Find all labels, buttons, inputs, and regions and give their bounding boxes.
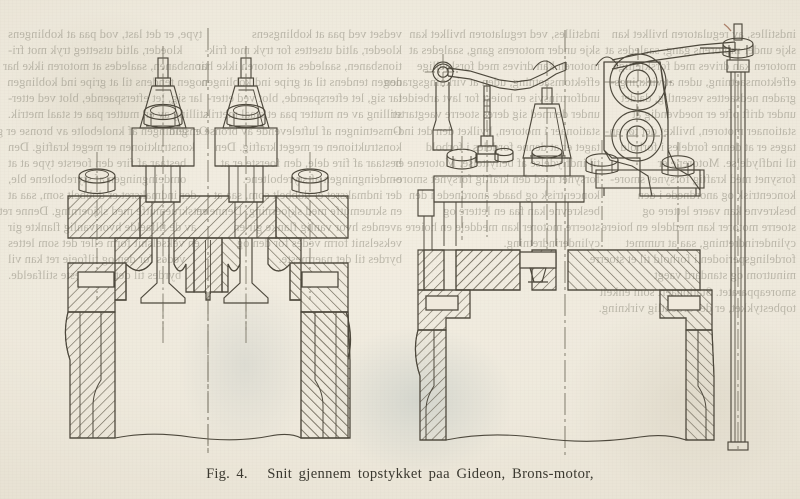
head-top-deck	[67, 195, 349, 239]
head-flange-right-view	[417, 249, 701, 291]
valve-cap-centre	[522, 60, 572, 250]
head-deck-right	[417, 175, 585, 250]
bearing-boss-upper	[604, 48, 672, 116]
paper-stain-top-left	[0, 0, 260, 230]
cooling-jacket-band	[67, 262, 349, 313]
right-section-view	[414, 23, 754, 455]
rocker-arm-left	[425, 54, 567, 151]
figure-caption: Fig. 4. Snit gjennem topstykket paa Gide…	[0, 466, 800, 483]
injector-stud-nut	[446, 136, 478, 240]
figure-plate	[64, 23, 754, 455]
figure-caption-text: Snit gjennem topstykket paa Gideon, Bron…	[267, 466, 594, 482]
figure-number: Fig. 4.	[206, 466, 248, 482]
bracket-bolt-right	[661, 142, 695, 250]
fuel-injector	[446, 80, 514, 240]
cylinder-liner-right	[414, 329, 715, 442]
push-rod	[700, 23, 754, 451]
rocker-bracket	[595, 48, 705, 197]
valves	[114, 237, 302, 304]
cooling-jacket-right	[417, 289, 713, 331]
push-rod-nut	[722, 23, 754, 59]
rocker-arm-right	[532, 41, 736, 71]
bracket-bolt-left	[585, 140, 619, 250]
left-section-view	[64, 28, 352, 455]
bearing-boss-lower	[605, 104, 669, 168]
cylinder-liner	[64, 311, 352, 441]
